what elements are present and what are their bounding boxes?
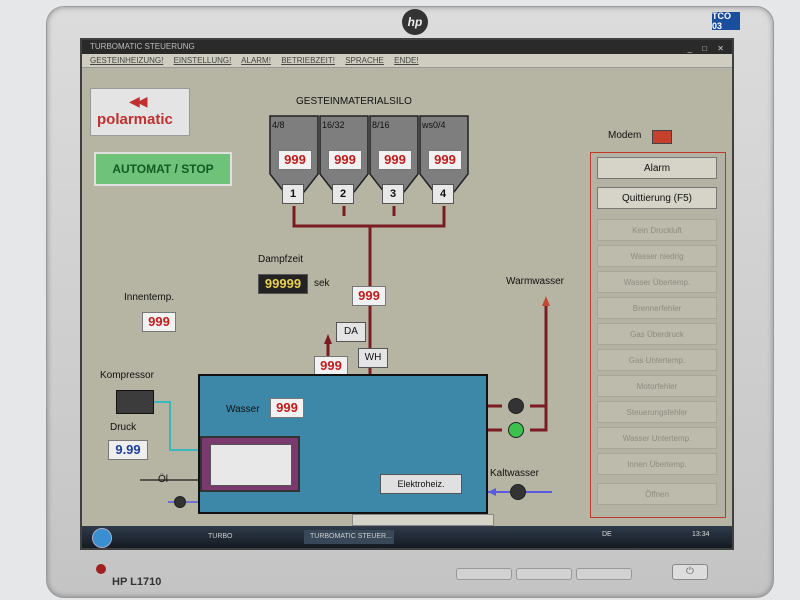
window-title: TURBOMATIC STEUERUNG <box>90 42 195 51</box>
alarm-message: Wasser Übertemp. <box>597 271 717 293</box>
automat-stop-button[interactable]: AUTOMAT / STOP <box>94 152 232 186</box>
alarm-message: Wasser niedrig <box>597 245 717 267</box>
taskbar-item-turbo[interactable]: TURBO <box>208 533 233 540</box>
wasser-label: Wasser <box>226 404 260 415</box>
left-pipe-value: 999 <box>314 356 348 376</box>
dampfzeit-label: Dampfzeit <box>258 254 304 265</box>
warmwasser-arrow-icon <box>542 296 550 306</box>
heat-exchanger <box>200 436 300 492</box>
scrollbar[interactable] <box>352 514 494 526</box>
silo-label-3: 8/16 <box>372 120 390 130</box>
silo-label-2: 16/32 <box>322 120 345 130</box>
silo-gate-3[interactable]: 3 <box>382 184 404 204</box>
menu-betriebzeit[interactable]: BETRIEBZEIT! <box>281 56 335 65</box>
alarm-button[interactable]: Alarm <box>597 157 717 179</box>
window-titlebar: TURBOMATIC STEUERUNG _ □ ✕ <box>82 40 732 54</box>
tco-badge: TCO 03 <box>712 11 740 31</box>
hp-logo: hp <box>402 9 428 35</box>
start-button-icon[interactable] <box>92 528 112 548</box>
alarm-message: Öffnen <box>597 483 717 505</box>
oil-valve-icon[interactable] <box>174 496 186 508</box>
cold-valve-icon[interactable] <box>510 484 526 500</box>
language-indicator[interactable]: DE <box>602 531 612 538</box>
clock: 13:34 <box>692 531 710 538</box>
pipe-value: 999 <box>352 286 386 306</box>
monitor-button-1[interactable] <box>456 568 512 580</box>
modem-label: Modem <box>608 130 642 141</box>
kaltwasser-arrow-icon <box>488 488 496 496</box>
monitor-button-3[interactable] <box>576 568 632 580</box>
modem-indicator <box>652 130 672 144</box>
compressor-pipe <box>154 401 200 451</box>
menu-bar: GESTEINHEIZUNG! EINSTELLUNG! ALARM! BETR… <box>82 54 732 68</box>
pipe-up-arrow-icon <box>324 334 332 344</box>
logo-mark-icon: ◀◀ <box>129 93 147 109</box>
heart-icon <box>96 564 106 574</box>
return-valve-icon[interactable] <box>508 422 524 438</box>
kaltwasser-label: Kaltwasser <box>490 468 539 479</box>
menu-einstellung[interactable]: EINSTELLUNG! <box>173 56 232 65</box>
power-button[interactable]: ⏻ <box>672 564 708 580</box>
alarm-message: Wasser Untertemp. <box>597 427 717 449</box>
menu-alarm[interactable]: ALARM! <box>241 56 271 65</box>
monitor-button-2[interactable] <box>516 568 572 580</box>
taskbar-item-steuerung[interactable]: TURBOMATIC STEUER... <box>304 530 394 544</box>
alarm-message: Brennerfehler <box>597 297 717 319</box>
silo-title: GESTEINMATERIALSILO <box>296 96 412 107</box>
taskbar <box>82 526 732 548</box>
silo-label-1: 4/8 <box>272 120 285 130</box>
dampfzeit-unit: sek <box>314 278 330 289</box>
warm-valve-icon[interactable] <box>508 398 524 414</box>
alarm-panel: Alarm Quittierung (F5) Kein Druckluft Wa… <box>590 152 726 518</box>
alarm-message: Gas Überdruck <box>597 323 717 345</box>
menu-ende[interactable]: ENDE! <box>394 56 419 65</box>
dampfzeit-value: 99999 <box>258 274 308 294</box>
innentemp-label: Innentemp. <box>124 292 175 303</box>
kompressor-icon[interactable] <box>116 390 154 414</box>
warmwasser-label: Warmwasser <box>506 276 564 287</box>
wasser-value: 999 <box>270 398 304 418</box>
silo-gate-2[interactable]: 2 <box>332 184 354 204</box>
druck-value: 9.99 <box>108 440 148 460</box>
silo-label-4: ws0/4 <box>422 120 446 130</box>
screen: TURBOMATIC STEUERUNG _ □ ✕ GESTEINHEIZUN… <box>80 38 734 550</box>
alarm-message: Innen Übertemp. <box>597 453 717 475</box>
elektroheiz-button[interactable]: Elektroheiz. <box>380 474 462 494</box>
da-button[interactable]: DA <box>336 322 366 342</box>
silo-value-3: 999 <box>378 150 412 170</box>
silo-gate-1[interactable]: 1 <box>282 184 304 204</box>
menu-gesteinheizung[interactable]: GESTEINHEIZUNG! <box>90 56 164 65</box>
oel-label: Öl <box>158 474 168 485</box>
silo-value-2: 999 <box>328 150 362 170</box>
quittierung-button[interactable]: Quittierung (F5) <box>597 187 717 209</box>
silo-value-1: 999 <box>278 150 312 170</box>
menu-sprache[interactable]: SPRACHE <box>345 56 384 65</box>
silo-value-4: 999 <box>428 150 462 170</box>
polarmatic-logo: ◀◀ polarmatic <box>90 88 190 136</box>
alarm-message: Motorfehler <box>597 375 717 397</box>
wh-button[interactable]: WH <box>358 348 388 368</box>
kompressor-label: Kompressor <box>100 370 154 381</box>
silo-gate-4[interactable]: 4 <box>432 184 454 204</box>
innentemp-value: 999 <box>142 312 176 332</box>
alarm-message: Kein Druckluft <box>597 219 717 241</box>
druck-label: Druck <box>110 422 137 433</box>
alarm-message: Gas Untertemp. <box>597 349 717 371</box>
monitor-model: HP L1710 <box>112 576 162 588</box>
window-controls-icon[interactable]: _ □ ✕ <box>687 44 728 53</box>
alarm-message: Steuerungsfehler <box>597 401 717 423</box>
